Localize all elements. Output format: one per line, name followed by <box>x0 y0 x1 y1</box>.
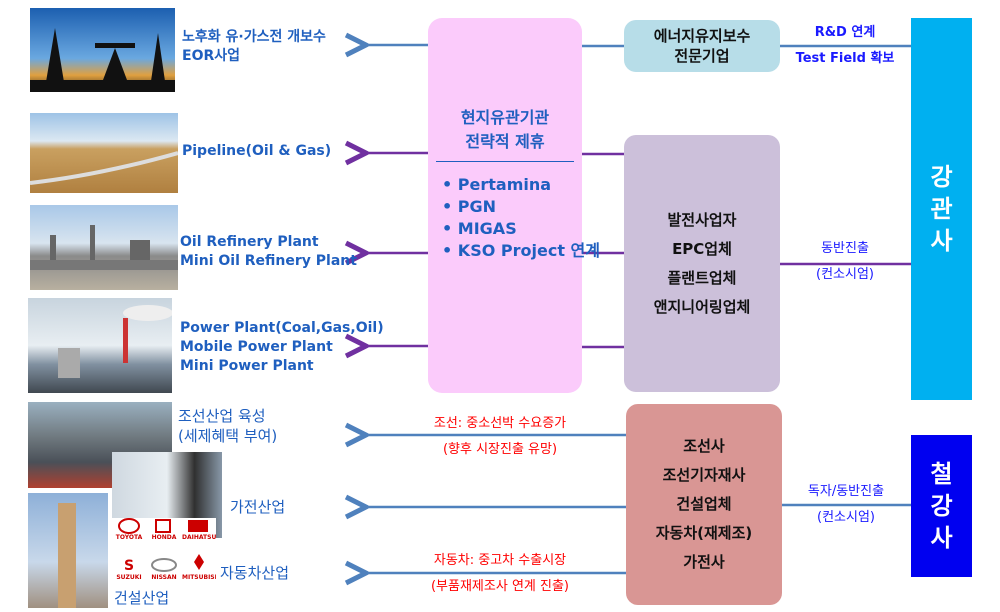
power-plant-photo <box>28 298 172 393</box>
svg-text:S: S <box>124 558 134 574</box>
list-item: • KSO Project 연계 <box>442 241 600 260</box>
label-power-plant: Power Plant(Coal,Gas,Oil)Mobile Power Pl… <box>180 320 384 374</box>
mitsubishi-logo: MITSUBISHI <box>182 574 216 581</box>
label-construction: 건설산업 <box>114 589 170 607</box>
label-pipeline: Pipeline(Oil & Gas) <box>182 143 332 159</box>
label-automotive: 자동차산업 <box>220 564 290 582</box>
toyota-logo: TOYOTA <box>115 534 143 541</box>
annotation-automotive: 자동차: 중고차 수출시장(부품재제조사 연계 진출) <box>430 553 569 594</box>
list-item: • Pertamina <box>442 175 552 194</box>
list-item: • PGN <box>442 197 497 216</box>
steel-pipe-bar: 강관사 <box>911 18 972 400</box>
refinery-photo <box>30 205 178 290</box>
label-appliance: 가전산업 <box>230 498 286 516</box>
suzuki-logo: SUZUKI <box>116 574 142 581</box>
daihatsu-logo: DAIHATSU <box>182 534 216 541</box>
label-shipbuilding: 조선산업 육성(세제혜택 부여) <box>178 407 278 445</box>
oil-field-photo <box>30 8 175 92</box>
pipeline-photo <box>30 113 178 193</box>
steel-bar: 철강사 <box>911 435 972 577</box>
annotation-shipbuilding: 조선: 중소선박 수요증가(향후 시장진출 유망) <box>433 416 567 457</box>
list-item: • MIGAS <box>442 219 517 238</box>
honda-logo: HONDA <box>151 534 177 541</box>
annotation-solo-accompany: 독자/동반진출(컨소시엄) <box>807 484 885 525</box>
divider <box>436 161 574 162</box>
alliance-list: • Pertamina • PGN • MIGAS • KSO Project … <box>442 174 600 262</box>
annotation-accompany: 동반진출(컨소시엄) <box>816 241 874 282</box>
construction-photo <box>28 493 108 608</box>
nissan-logo: NISSAN <box>151 574 177 581</box>
car-logos: TOYOTA HONDA DAIHATSU SUZUKI NISSAN MITS… <box>112 518 216 585</box>
